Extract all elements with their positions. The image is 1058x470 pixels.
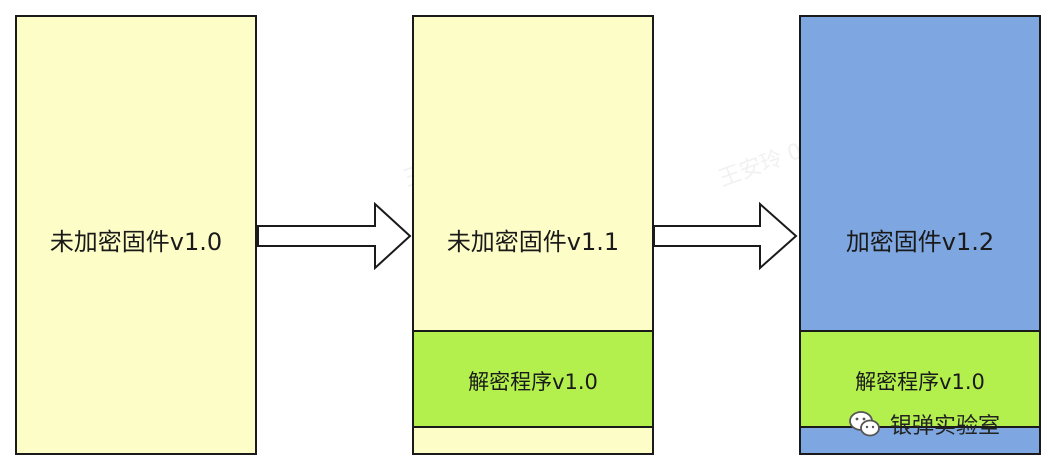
wechat-icon xyxy=(849,411,880,437)
brand-watermark: 银弹实验室 xyxy=(848,402,1000,446)
firmware-label-v1-2: 加密固件v1.2 xyxy=(845,228,995,256)
brand-text: 银弹实验室 xyxy=(890,414,1001,439)
decryptor-block-1: 解密程序v1.0 xyxy=(412,330,654,428)
firmware-label-v1-0: 未加密固件v1.0 xyxy=(49,228,223,256)
firmware-block-v1-0: 未加密固件v1.0 xyxy=(15,15,257,455)
decryptor-label-1: 解密程序v1.0 xyxy=(468,370,598,394)
decryptor-block-2: 解密程序v1.0 xyxy=(799,330,1041,428)
decryptor-label-2: 解密程序v1.0 xyxy=(855,370,985,394)
firmware-label-v1-1: 未加密固件v1.1 xyxy=(446,228,620,256)
